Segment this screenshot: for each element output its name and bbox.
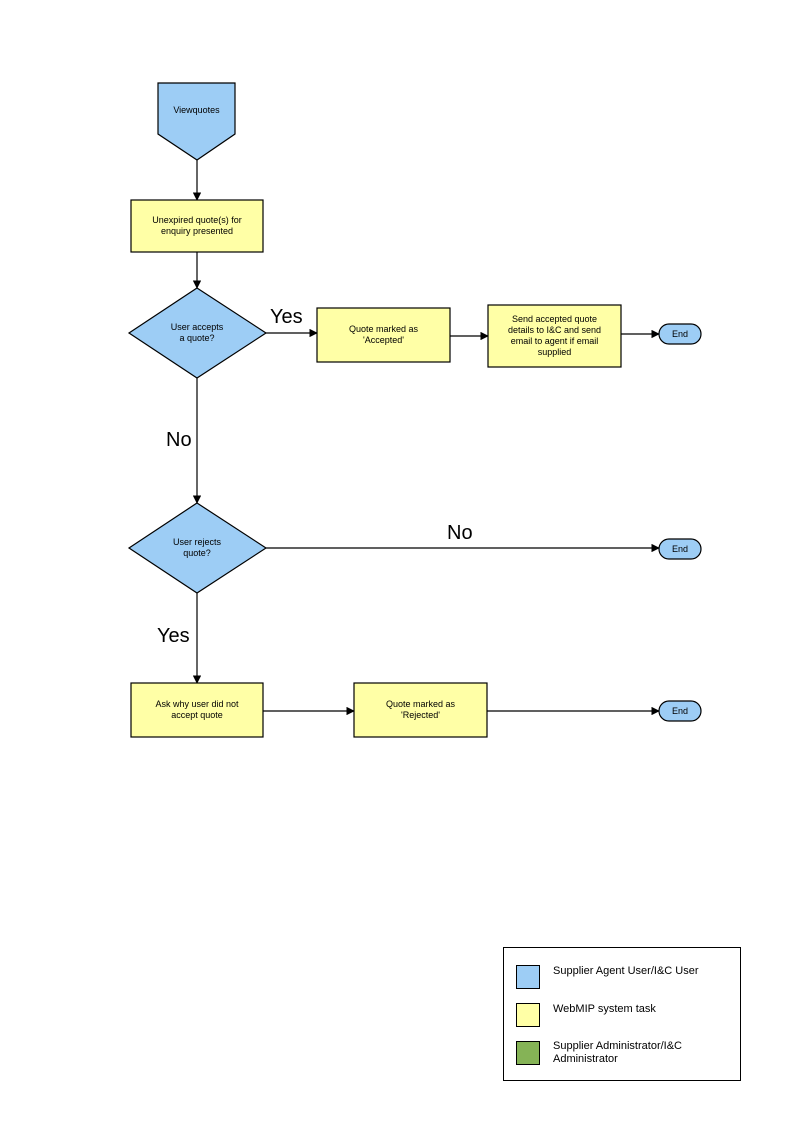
node-rejects-shape[interactable] bbox=[127, 502, 268, 594]
node-rejected-shape[interactable] bbox=[353, 682, 488, 738]
node-unexpired-shape[interactable] bbox=[130, 199, 264, 253]
node-start-shape[interactable] bbox=[157, 82, 236, 161]
node-senddetail-shape[interactable] bbox=[487, 304, 622, 368]
legend-box: Supplier Agent User/I&C User WebMIP syst… bbox=[503, 947, 741, 1081]
edge-label-no-accepts: No bbox=[166, 429, 192, 451]
legend-label-supplier-admin: Supplier Administrator/I&C Administrator bbox=[553, 1040, 682, 1065]
legend-item-webmip-task: WebMIP system task bbox=[516, 1003, 656, 1027]
legend-label-webmip-task: WebMIP system task bbox=[553, 1003, 656, 1015]
edge-label-no-rejects: No bbox=[447, 522, 473, 544]
edge-label-yes-rejects: Yes bbox=[157, 625, 190, 647]
legend-swatch-green bbox=[516, 1041, 540, 1065]
legend-swatch-blue bbox=[516, 965, 540, 989]
node-accepts-shape[interactable] bbox=[127, 287, 268, 379]
legend-item-supplier-admin: Supplier Administrator/I&C Administrator bbox=[516, 1040, 682, 1066]
edge-label-yes-accepts: Yes bbox=[270, 306, 303, 328]
edge-group bbox=[192, 160, 660, 716]
node-askwhy-shape[interactable] bbox=[130, 682, 264, 738]
node-end2-shape[interactable] bbox=[658, 538, 702, 560]
node-end1-shape[interactable] bbox=[658, 323, 702, 345]
node-accepted-shape[interactable] bbox=[316, 307, 451, 363]
node-end3-shape[interactable] bbox=[658, 700, 702, 722]
legend-swatch-yellow bbox=[516, 1003, 540, 1027]
legend-item-supplier-agent: Supplier Agent User/I&C User bbox=[516, 965, 699, 989]
legend-label-supplier-agent: Supplier Agent User/I&C User bbox=[553, 965, 699, 977]
